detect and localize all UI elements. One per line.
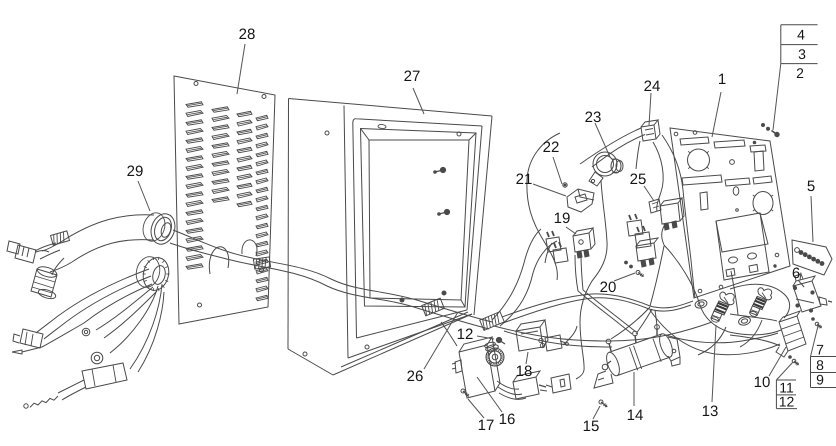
svg-text:14: 14: [627, 407, 644, 424]
svg-text:10: 10: [754, 374, 771, 391]
svg-text:5: 5: [807, 178, 815, 195]
svg-text:20: 20: [600, 279, 617, 296]
svg-text:4: 4: [797, 27, 805, 43]
svg-text:7: 7: [816, 342, 824, 358]
svg-text:17: 17: [478, 417, 495, 434]
svg-text:23: 23: [585, 109, 602, 126]
svg-text:22: 22: [543, 139, 560, 156]
svg-text:27: 27: [404, 68, 421, 85]
svg-text:3: 3: [798, 46, 806, 62]
svg-text:6: 6: [792, 265, 800, 282]
svg-text:9: 9: [816, 372, 824, 388]
svg-text:26: 26: [407, 368, 424, 385]
svg-text:24: 24: [644, 78, 661, 95]
svg-text:25: 25: [630, 171, 647, 188]
svg-text:12: 12: [457, 326, 474, 343]
svg-text:1: 1: [718, 71, 726, 88]
svg-text:21: 21: [516, 171, 533, 188]
svg-text:12: 12: [779, 394, 795, 410]
svg-text:18: 18: [516, 363, 533, 380]
svg-text:15: 15: [583, 418, 600, 435]
svg-text:13: 13: [702, 403, 719, 420]
svg-text:28: 28: [239, 26, 256, 43]
svg-text:16: 16: [499, 411, 516, 428]
svg-text:29: 29: [127, 163, 144, 180]
svg-text:19: 19: [554, 210, 571, 227]
svg-text:2: 2: [796, 65, 804, 81]
